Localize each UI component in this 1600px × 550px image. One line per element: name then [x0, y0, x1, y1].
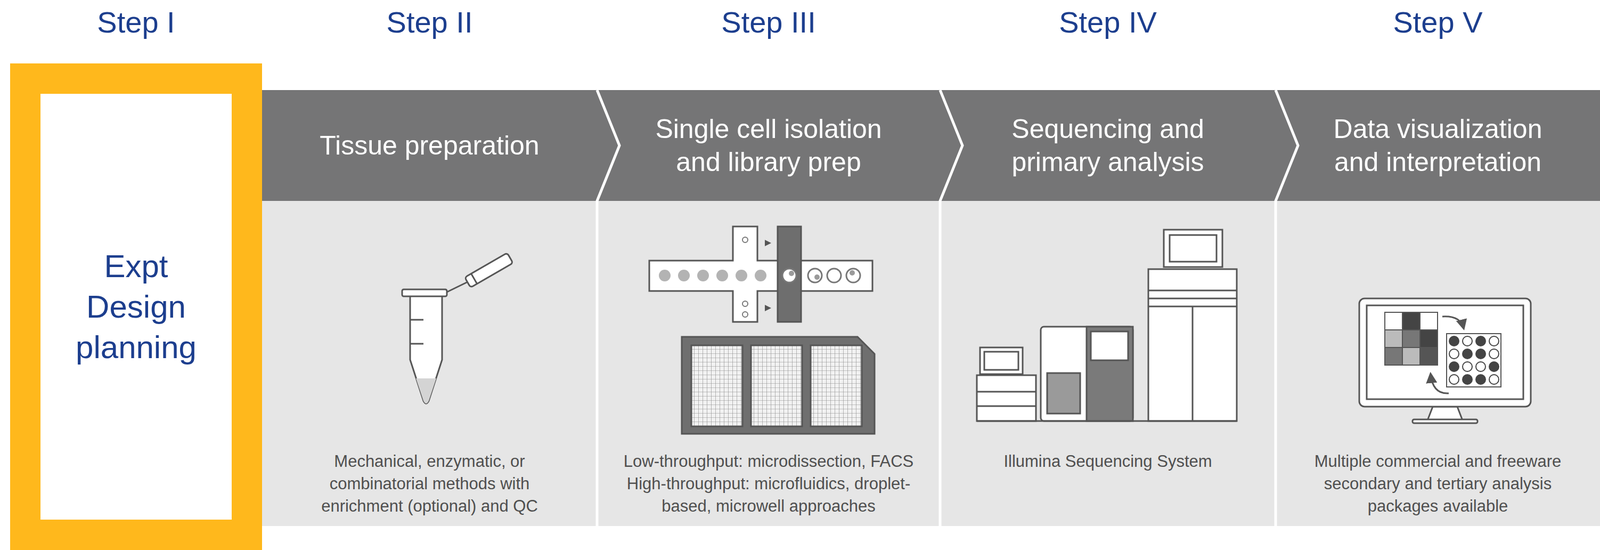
step-label: Step I: [10, 5, 263, 40]
header-cell: Sequencing and primary analysis: [940, 90, 1276, 201]
step-description: Mechanical, enzymatic, or combinatorial …: [312, 450, 548, 518]
tube-icon: [402, 252, 513, 404]
cluster-dot: [1475, 361, 1486, 372]
planning-box: Step IExpt Design planning: [10, 63, 263, 550]
cluster-dot: [1475, 336, 1486, 346]
cluster-dot: [1449, 361, 1459, 372]
step-heading: Tissue preparation: [304, 128, 555, 162]
cluster-dot: [1489, 361, 1499, 372]
microfluidic-chip: [649, 226, 873, 322]
box-title: Expt Design planning: [67, 246, 206, 368]
cluster-dot: [1462, 361, 1473, 372]
cluster-dot: [1449, 348, 1459, 359]
step-column: Step IITissue preparationMechanical, enz…: [262, 90, 598, 526]
cluster-dot: [1449, 374, 1459, 385]
step-description: Illumina Sequencing System: [958, 450, 1257, 473]
step-description: Multiple commercial and freeware seconda…: [1288, 450, 1588, 518]
step-column: Step IIISingle cell isolation and librar…: [597, 90, 941, 526]
step-column: Step VData visualization and interpretat…: [1275, 90, 1600, 526]
cluster-dot: [1449, 336, 1459, 346]
step-label: Step IV: [940, 5, 1276, 40]
step-column: Step IVSequencing and primary analysisIl…: [940, 90, 1276, 526]
step-heading: Data visualization and interpretation: [1312, 112, 1564, 179]
cluster-dot: [1462, 374, 1473, 385]
header-band: [262, 90, 1600, 201]
cluster-dot: [1475, 374, 1486, 385]
cluster-dot: [1489, 348, 1499, 359]
step-label: Step II: [262, 5, 598, 40]
header-cell: Tissue preparation: [262, 90, 598, 201]
microwell-plate: [681, 336, 875, 434]
cluster-dot: [1475, 348, 1486, 359]
sequencer-instruments: [976, 229, 1237, 421]
cluster-dot: [1489, 336, 1499, 346]
cluster-dot: [1462, 348, 1473, 359]
lower-panel: [262, 200, 1600, 526]
step-label: Step V: [1275, 5, 1600, 40]
chevron-dividers: [597, 90, 1299, 526]
cluster-dot: [1462, 336, 1473, 346]
monitor-icon: [1359, 298, 1531, 423]
step-heading: Single cell isolation and library prep: [643, 112, 894, 179]
header-cell: Data visualization and interpretation: [1275, 90, 1600, 201]
step-heading: Sequencing and primary analysis: [982, 112, 1234, 179]
step-description: Low-throughput: microdissection, FACS Hi…: [608, 450, 929, 518]
header-cell: Single cell isolation and library prep: [597, 90, 941, 201]
cluster-dot: [1489, 374, 1499, 385]
step-label: Step III: [597, 5, 941, 40]
